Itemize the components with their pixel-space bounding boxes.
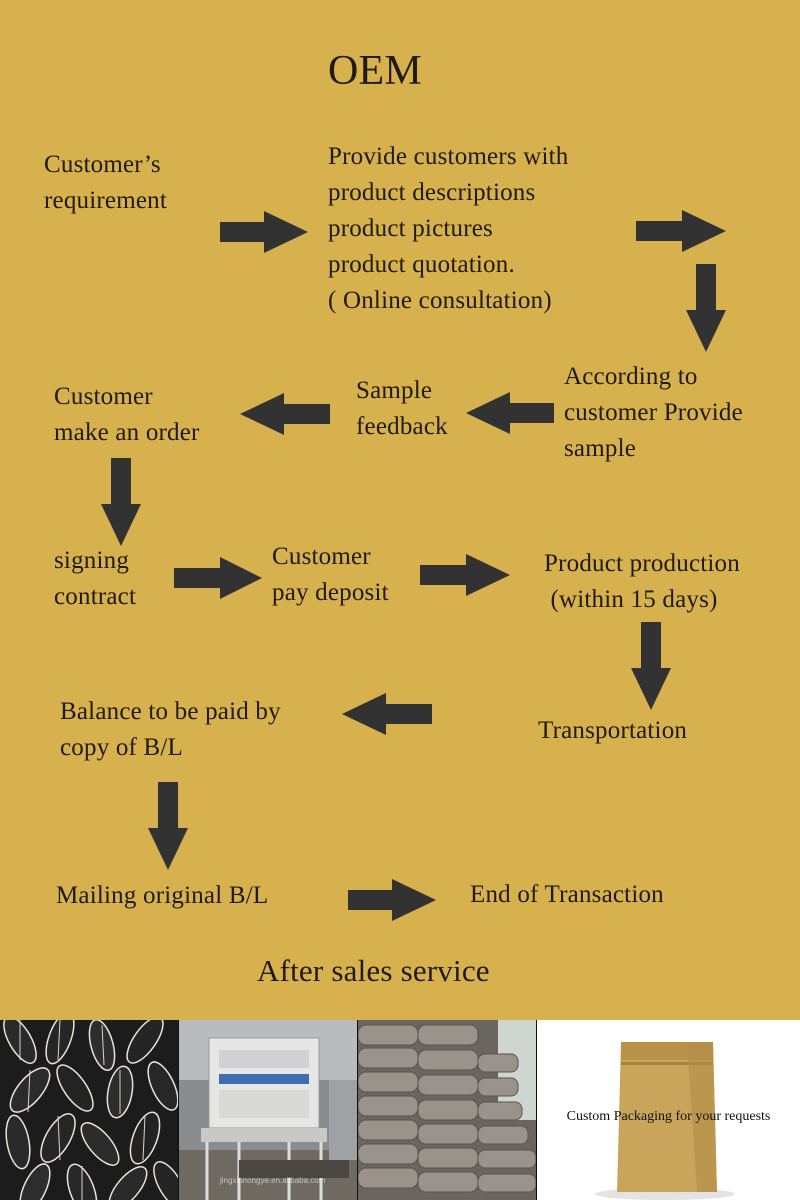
arrow-down-icon	[631, 622, 671, 710]
arrow-right-icon	[348, 879, 436, 921]
diagram-title: OEM	[328, 48, 422, 94]
step-customer-make-order: Customer make an order	[54, 383, 200, 446]
step-end-of-transaction: End of Transaction	[470, 881, 664, 908]
arrow-right-icon	[220, 211, 308, 253]
step-customer-requirement: Customer’s requirement	[44, 151, 167, 214]
arrow-down-icon	[148, 782, 188, 870]
arrow-left-icon	[240, 393, 330, 435]
after-sales-service: After sales service	[257, 953, 490, 988]
step-balance-payment: Balance to be paid by copy of B/L	[60, 698, 281, 761]
step-transportation: Transportation	[538, 717, 688, 744]
arrow-down-icon	[686, 264, 726, 352]
packaging-caption: Custom Packaging for your requests	[566, 1109, 771, 1124]
step-mailing-bl: Mailing original B/L	[56, 882, 269, 909]
arrow-down-icon	[101, 458, 141, 546]
step-product-production: Product production (within 15 days)	[544, 550, 740, 613]
arrow-left-icon	[342, 693, 432, 735]
color-sorter-machine-photo	[179, 1020, 357, 1200]
product-photo-strip: Custom Packaging for your requests	[0, 1020, 800, 1200]
watermark-text: jingxinnongye.en.alibaba.com	[220, 1176, 326, 1185]
step-signing-contract: signing contract	[54, 547, 137, 610]
arrow-left-icon	[466, 392, 554, 434]
oem-process-diagram: OEM Customer’s requirement Provide custo…	[44, 48, 743, 988]
arrow-right-icon	[636, 210, 726, 252]
arrow-right-icon	[420, 554, 510, 596]
step-provide-sample: According to customer Provide sample	[564, 363, 743, 462]
step-pay-deposit: Customer pay deposit	[272, 543, 389, 606]
custom-packaging-photo: Custom Packaging for your requests	[537, 1020, 800, 1200]
step-provide-product-info: Provide customers with product descripti…	[328, 143, 569, 314]
sunflower-seeds-photo	[0, 1020, 178, 1200]
flow-arrows	[101, 210, 726, 921]
arrow-right-icon	[174, 557, 262, 599]
stacked-sacks-photo	[358, 1020, 536, 1200]
step-sample-feedback: Sample feedback	[356, 377, 448, 440]
